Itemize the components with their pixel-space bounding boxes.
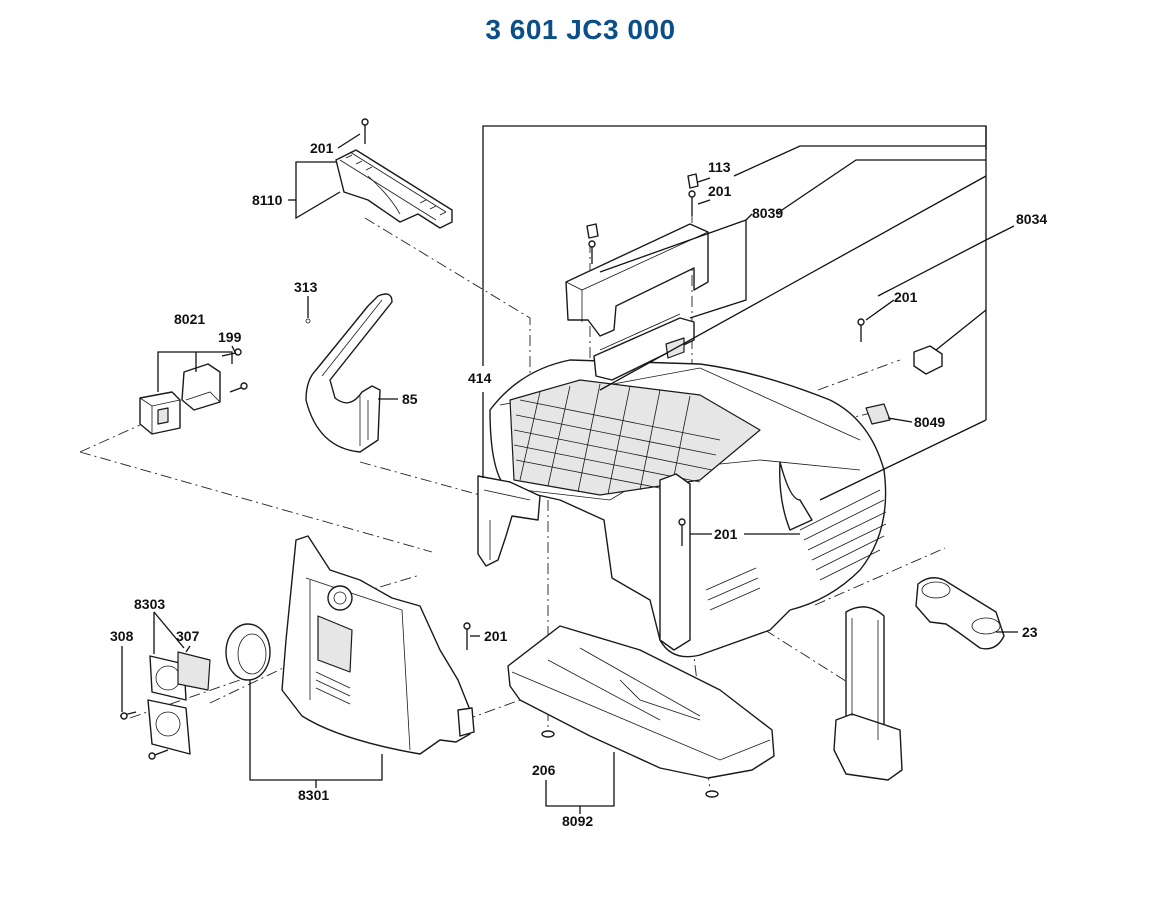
insert-414	[477, 475, 541, 567]
label-8110: 8110	[252, 192, 283, 208]
panel-vents	[315, 671, 351, 705]
switch-8021	[139, 348, 248, 435]
hose-clip	[833, 606, 903, 781]
label-199: 199	[218, 329, 242, 345]
front-panel-8301	[281, 535, 475, 755]
label-308: 308	[110, 628, 134, 644]
label-201-right: 201	[894, 289, 918, 305]
label-201-handle: 201	[708, 183, 732, 199]
label-8303: 8303	[134, 596, 165, 612]
label-201-top: 201	[310, 140, 334, 156]
label-85: 85	[402, 391, 418, 407]
part-labels: 201 8110 313 8021 199 85 414 113 201 803…	[110, 140, 1047, 829]
main-housing	[489, 359, 887, 658]
label-414: 414	[468, 370, 492, 386]
label-8301: 8301	[298, 787, 329, 803]
label-201-lower: 201	[484, 628, 508, 644]
vent-slots	[705, 489, 887, 611]
screws-113-201	[586, 173, 699, 264]
label-23: 23	[1022, 624, 1038, 640]
label-8092: 8092	[562, 813, 593, 829]
screw-201-top-left	[361, 118, 369, 144]
label-8049: 8049	[914, 414, 945, 430]
screw-201-lower	[463, 622, 471, 650]
socket-8303	[119, 651, 211, 760]
label-201-middle: 201	[714, 526, 738, 542]
label-8021: 8021	[174, 311, 205, 327]
clamp-23	[915, 577, 1005, 650]
label-113: 113	[708, 159, 731, 175]
knob	[225, 623, 271, 681]
bracket-8034-parts	[857, 318, 943, 425]
grid-pattern	[513, 383, 721, 495]
part-313	[305, 318, 311, 324]
bracket-85	[305, 293, 393, 453]
label-206: 206	[532, 762, 556, 778]
handle-8039	[565, 223, 709, 381]
handle-8110	[335, 149, 453, 229]
leader-lines	[121, 125, 1018, 814]
label-8039: 8039	[752, 205, 783, 221]
screw-201-middle	[678, 518, 686, 546]
label-307: 307	[176, 628, 200, 644]
label-313: 313	[294, 279, 318, 295]
base-plate-8092	[507, 625, 775, 798]
label-8034: 8034	[1016, 211, 1047, 227]
diagram-title: 3 601 JC3 000	[485, 14, 676, 45]
